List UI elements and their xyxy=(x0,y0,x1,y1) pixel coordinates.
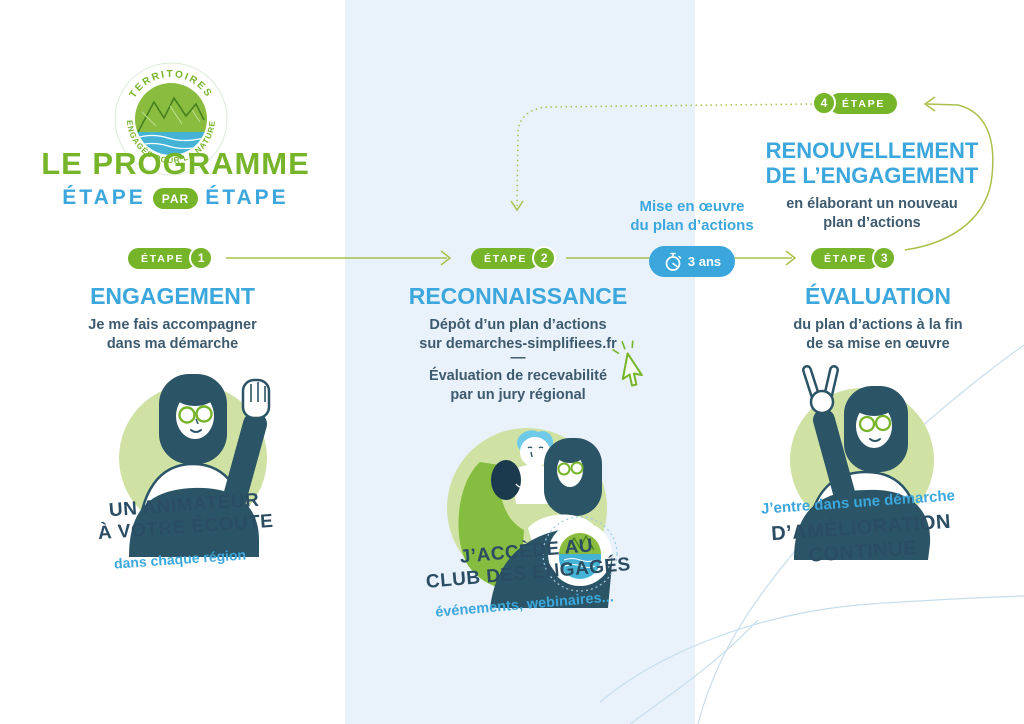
peace-sign-hand xyxy=(802,365,839,415)
step2-badge: ÉTAPE 2 xyxy=(471,246,557,270)
step2-badge-label: ÉTAPE xyxy=(471,247,540,269)
arrow-into-step3 xyxy=(785,250,797,266)
arrow-into-step4 xyxy=(923,96,936,112)
stopwatch-icon xyxy=(665,252,682,271)
title-line2: ÉTAPE PAR ÉTAPE xyxy=(18,186,333,210)
title-line1: LE PROGRAMME xyxy=(41,146,310,181)
timer-badge: 3 ans xyxy=(649,246,735,277)
step4-badge-label: ÉTAPE xyxy=(829,92,898,114)
territoires-logo-icon: TERRITOIRES ENGAGÉS POUR LA NATURE xyxy=(114,62,228,176)
step4-heading: RENOUVELLEMENT DE L’ENGAGEMENT xyxy=(765,138,979,189)
title-word-etape-right: ÉTAPE xyxy=(205,186,289,209)
step1-badge: ÉTAPE 1 xyxy=(128,246,214,270)
animator-illustration xyxy=(119,374,271,557)
step3-badge-number: 3 xyxy=(872,246,897,270)
waving-hand xyxy=(241,378,271,420)
step4-body: en élaborant un nouveau plan d’actions xyxy=(786,196,958,231)
step2-body-bottom: Évaluation de recevabilité par un jury r… xyxy=(428,368,608,403)
timer-label: 3 ans xyxy=(687,254,722,269)
step1-badge-label: ÉTAPE xyxy=(128,247,197,269)
step2-badge-number: 2 xyxy=(532,246,557,270)
step1-heading: ENGAGEMENT xyxy=(90,283,255,309)
step4-badge-number: 4 xyxy=(812,91,836,115)
step3-badge: ÉTAPE 3 xyxy=(811,246,897,270)
step2-divider: — xyxy=(510,349,526,366)
step1-body: Je me fais accompagner dans ma démarche xyxy=(88,317,257,352)
club-illustration xyxy=(447,428,618,608)
step1-badge-number: 1 xyxy=(189,246,214,270)
step3-badge-label: ÉTAPE xyxy=(811,247,880,269)
step4-badge: ÉTAPE 4 xyxy=(812,91,898,115)
title-par-pill: PAR xyxy=(152,187,199,209)
mini-logo xyxy=(542,516,618,592)
cursor-click-icon xyxy=(612,340,643,387)
program-title: LE PROGRAMME ÉTAPE PAR ÉTAPE xyxy=(18,146,333,210)
step3-heading: ÉVALUATION xyxy=(804,283,952,309)
step2-heading: RECONNAISSANCE xyxy=(408,283,628,309)
title-word-etape-left: ÉTAPE xyxy=(62,186,146,209)
step3-body: du plan d’actions à la fin de sa mise en… xyxy=(793,317,963,352)
step2-body-top: Dépôt d’un plan d’actions sur demarches-… xyxy=(419,317,617,352)
